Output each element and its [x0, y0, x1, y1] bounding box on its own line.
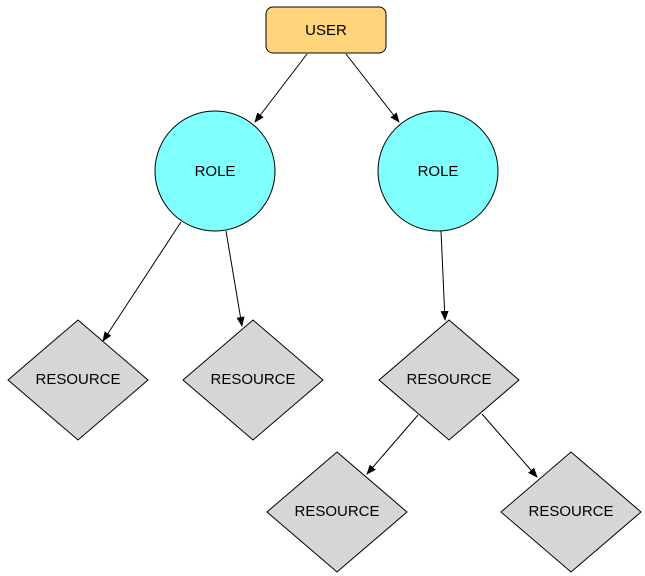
edge-user-role-1 [254, 53, 308, 123]
resource-node-3-label: RESOURCE [406, 371, 491, 388]
edge-role-2-resource-3 [440, 230, 449, 321]
resource-node-4-label: RESOURCE [294, 503, 379, 520]
edges [102, 53, 538, 478]
edge-role-1-resource-1 [102, 221, 182, 342]
resource-node-2: RESOURCE [182, 319, 324, 441]
resource-node-1-diamond [7, 319, 149, 441]
role-node-1-circle [154, 110, 276, 232]
resource-node-5-label: RESOURCE [528, 503, 613, 520]
role-node-1-label: ROLE [195, 163, 236, 180]
resource-node-3: RESOURCE [378, 319, 520, 441]
user-node-box [265, 6, 387, 54]
user-node-label: USER [305, 22, 347, 39]
resource-node-4: RESOURCE [266, 451, 408, 573]
resource-node-5: RESOURCE [500, 451, 642, 573]
edge-resource-3-resource-5 [481, 413, 538, 478]
resource-node-1-label: RESOURCE [35, 371, 120, 388]
resource-node-2-label: RESOURCE [210, 371, 295, 388]
role-node-2-circle [377, 110, 499, 232]
resource-node-4-diamond [266, 451, 408, 573]
resource-node-3-diamond [378, 319, 520, 441]
role-node-2: ROLE [377, 110, 499, 232]
resource-node-1: RESOURCE [7, 319, 149, 441]
edge-resource-3-resource-4 [366, 414, 419, 475]
edge-role-1-resource-2 [225, 230, 245, 327]
role-node-1: ROLE [154, 110, 276, 232]
role-node-2-label: ROLE [418, 163, 459, 180]
user-node: USER [265, 6, 387, 54]
resource-node-5-diamond [500, 451, 642, 573]
edge-user-role-2 [345, 53, 400, 123]
resource-node-2-diamond [182, 319, 324, 441]
